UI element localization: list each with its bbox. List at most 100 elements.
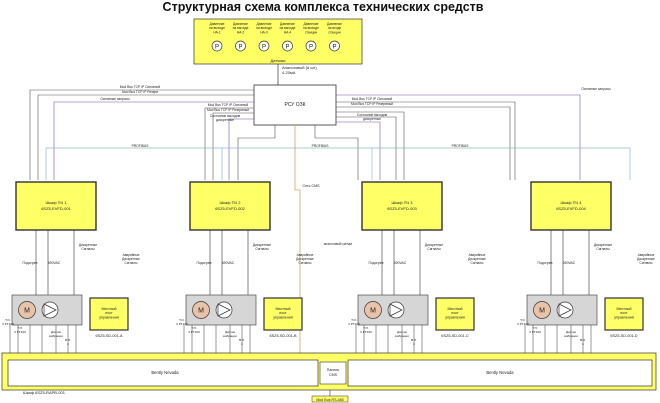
discrete-label-1: Дискретные (425, 243, 443, 247)
sensor-label-2-2: на выходе (233, 26, 249, 30)
motor-symbol: M (370, 308, 376, 315)
bus-label-tcp-reserve-right: Mod Bus TCP IP Резервный (351, 102, 393, 106)
pressure-sensor-symbol: P (238, 45, 242, 51)
temp-label-2: 3 PT100 (517, 322, 529, 326)
modbus-rs485-label: Mod Bus RS-485 (316, 398, 343, 402)
analog-label-1: Аналоговый (6 шт) (282, 65, 317, 70)
bus-label-tcp-main2: Mod Bus TCP IP Основной (208, 103, 249, 107)
sensors-caption: Датчики (271, 58, 286, 63)
motor-symbol: M (198, 308, 204, 315)
cabinet-box (15, 181, 97, 231)
sensor-label-5-1: Давление (304, 22, 319, 26)
bentley-cabinet: Шкаф 6SZ5-RAPB-001 (23, 390, 66, 395)
cabinet-title: Шкаф ПЧ 4 (560, 200, 582, 205)
vac-label: 690VAC (394, 261, 407, 265)
pressure-sensor-icon (329, 40, 340, 52)
bus-line (336, 101, 516, 180)
bus-label-tcp-main-right: Mod Bus TCP IP Основной (352, 97, 393, 101)
bus-label-profibus-3: PROFIBUS (452, 144, 470, 148)
bus-line (336, 106, 511, 180)
rsu-label: РСУ ОЗК (284, 102, 305, 108)
pressure-sensor-icon (305, 40, 317, 52)
temp2-label-2: 3 PT100 (360, 330, 372, 334)
motor-icon (192, 301, 210, 319)
temp-label-1: Т.О. (179, 318, 185, 322)
bus-label-tcp-main: Mod Bus TCP IP Основной (120, 85, 161, 89)
sensor-label-4-3: НА-4 (284, 30, 292, 34)
pressure-sensor-icon (235, 40, 246, 52)
sensor-label-3-3: НА-3 (260, 30, 268, 34)
bus-label-tcp-reserve: Mod Bus TCP IP Резерв (122, 90, 158, 94)
temp2-label-1: Т.П. (191, 326, 197, 330)
cabinet-box (189, 181, 271, 231)
local-post-box (435, 297, 475, 331)
local-post-label-3: управления (614, 315, 634, 319)
local-post-code: 6SZ5-SD-001-C (441, 334, 468, 338)
alarm-label-1: Аварийные (469, 253, 486, 257)
local-post-label-1: Местный (447, 307, 462, 311)
sensor-label-2-3: НА-2 (237, 30, 245, 34)
feed-label: Подогрев (197, 261, 212, 265)
bus-line (29, 89, 254, 180)
local-post-label-1: Местный (101, 307, 116, 311)
discrete-label-1: Дискретные (253, 243, 271, 247)
bus-label-profibus-1: PROFIBUS (132, 144, 150, 148)
sensor-label-5-2: на выходе (303, 26, 319, 30)
sensor-label-2-1: Давление (233, 22, 248, 26)
local-post-box (604, 297, 644, 331)
bus-label-main-req: Основные запросы (100, 97, 130, 101)
sensor-label-5-3: станции (305, 30, 318, 34)
temp2-label-1: Т.П. (363, 326, 369, 330)
pressure-sensor-icon (211, 40, 223, 52)
sensor-label-4-1: Давление (280, 22, 295, 26)
motor-symbol: M (539, 308, 545, 315)
bus-label-status-right-1: Состояние выходов (357, 113, 388, 117)
discrete-label-2: Сигналы (596, 247, 610, 251)
cabinet-title: Шкаф ПЧ 1 (45, 200, 67, 205)
alarm-label-1: Аварийные (297, 253, 314, 257)
discrete-label-1: Дискретные (594, 243, 612, 247)
motor-icon (364, 301, 382, 319)
cabinet-code: 6SZ5-EVFD-001 (41, 206, 71, 211)
temp-label-1: Т.О. (351, 318, 357, 322)
local-post-label-3: управления (99, 315, 119, 319)
vibration-label-1: Датчик (225, 330, 236, 334)
local-post-code: 6SZ5-SD-001-B (269, 334, 296, 338)
bentley-area: Bently Nevada Bently Nevada Панель CMS Ш… (1, 352, 657, 403)
sensor-label-6-2: на входе (328, 26, 342, 30)
alarm-label-1: Аварийные (123, 253, 140, 257)
feed-label: Подогрев (369, 261, 384, 265)
cabinet-box (361, 181, 443, 231)
bus-line (314, 125, 359, 180)
alarm-label-2: Дискретные (296, 257, 314, 261)
local-post-code: 6SZ5-SD-001-A (95, 334, 122, 338)
bus-line (336, 94, 581, 180)
pump-icon (41, 301, 59, 319)
temp2-label-2: 3 PT100 (188, 330, 200, 334)
vac-label: 690VAC (563, 261, 576, 265)
sensor-label-4-2: на выходе (280, 26, 296, 30)
vibration-label-1: Датчик (566, 330, 577, 334)
temp-label-1: Т.О. (5, 318, 11, 322)
motor-icon (18, 301, 36, 319)
cabinet-title: Шкаф ПЧ 3 (391, 200, 413, 205)
vac-label: 690VAC (48, 261, 61, 265)
temp2-label-1: Т.П. (17, 326, 23, 330)
local-post-label-2: пост (279, 311, 287, 315)
alarm-label-3: Сигналы (299, 261, 313, 265)
temp2-label-1: Т.П. (532, 326, 538, 330)
pump-icon (215, 301, 233, 319)
bus-line (45, 147, 631, 180)
cabinet-code: 6SZ5-EVFD-002 (215, 206, 245, 211)
local-post-label-1: Местный (275, 307, 290, 311)
alarm-label-3: Сигналы (640, 261, 654, 265)
bus-label-main-req-right: Основные запросы (581, 87, 611, 91)
bus-line (336, 111, 405, 180)
local-post-code: 6SZ5-SD-001-D (610, 334, 637, 338)
vibration-label-1: Датчик (397, 330, 408, 334)
alarm-label-2: Дискретные (637, 257, 655, 261)
